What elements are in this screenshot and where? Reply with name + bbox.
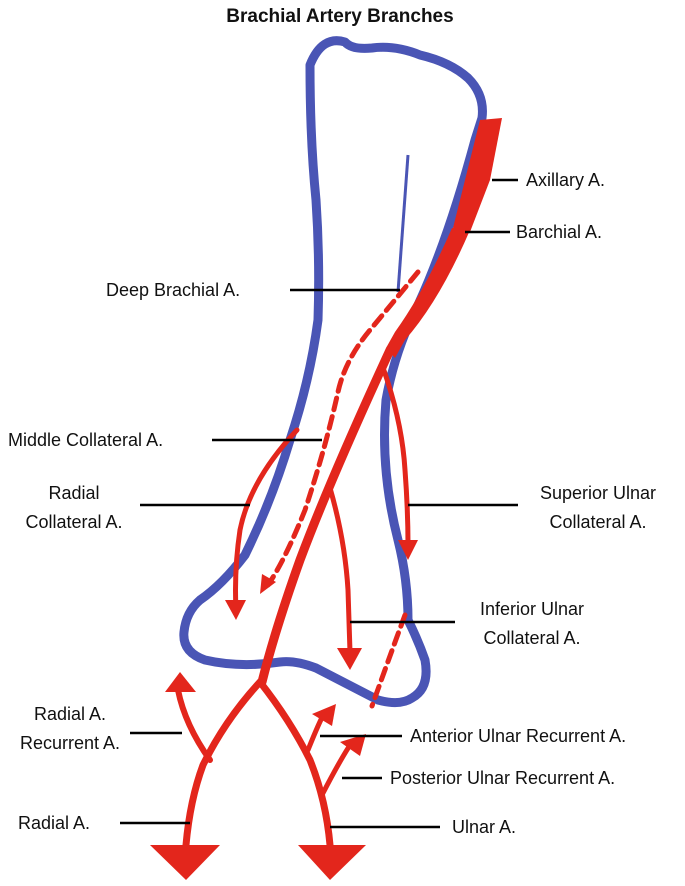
label-deep-brachial: Deep Brachial A. <box>106 280 240 300</box>
nutrient-line <box>396 154 410 293</box>
label-superior-ulnar-line1: Superior Ulnar <box>540 483 656 503</box>
superior-ulnar-arrowhead <box>398 540 418 560</box>
label-radial-collateral-line1: Radial <box>48 483 99 503</box>
ulnar-arrowhead <box>298 845 366 880</box>
dashed-ulnar-branch <box>369 612 408 709</box>
label-brachial: Barchial A. <box>516 222 602 242</box>
axillary-artery <box>452 118 502 232</box>
radial-recurrent-arrowhead <box>165 672 196 692</box>
inferior-ulnar-arrowhead <box>337 648 362 670</box>
deep-brachial-artery <box>265 269 421 588</box>
label-axillary: Axillary A. <box>526 170 605 190</box>
radial-artery <box>182 678 264 849</box>
radial-recurrent-artery <box>175 687 213 763</box>
radial-collateral-arrowhead <box>225 600 246 620</box>
label-inferior-ulnar-line2: Collateral A. <box>483 628 580 648</box>
radial-arrowhead <box>150 845 220 880</box>
inferior-ulnar-collateral-artery <box>327 485 353 655</box>
deep-brachial-arrowhead <box>260 574 276 594</box>
posterior-ulnar-recurrent-artery <box>319 739 355 798</box>
middle-collateral-artery <box>233 427 300 613</box>
label-anterior-ulnar-recurrent: Anterior Ulnar Recurrent A. <box>410 726 626 746</box>
label-middle-collateral: Middle Collateral A. <box>8 430 163 450</box>
posterior-ulnar-arrowhead <box>340 734 366 756</box>
diagram-title: Brachial Artery Branches <box>226 6 453 27</box>
label-inferior-ulnar-line1: Inferior Ulnar <box>480 599 584 619</box>
label-radial: Radial A. <box>18 813 90 833</box>
label-radial-recurrent-line1: Radial A. <box>34 704 106 724</box>
brachial-trunk <box>257 345 395 687</box>
label-radial-collateral-line2: Collateral A. <box>25 512 122 532</box>
brachial-artery <box>386 228 470 358</box>
label-posterior-ulnar-recurrent: Posterior Ulnar Recurrent A. <box>390 768 615 788</box>
label-radial-recurrent-line2: Recurrent A. <box>20 733 120 753</box>
anterior-ulnar-arrowhead <box>312 704 336 726</box>
ulnar-artery <box>256 678 334 849</box>
superior-ulnar-collateral-artery <box>379 362 411 548</box>
label-superior-ulnar-line2: Collateral A. <box>549 512 646 532</box>
label-ulnar: Ulnar A. <box>452 817 516 837</box>
